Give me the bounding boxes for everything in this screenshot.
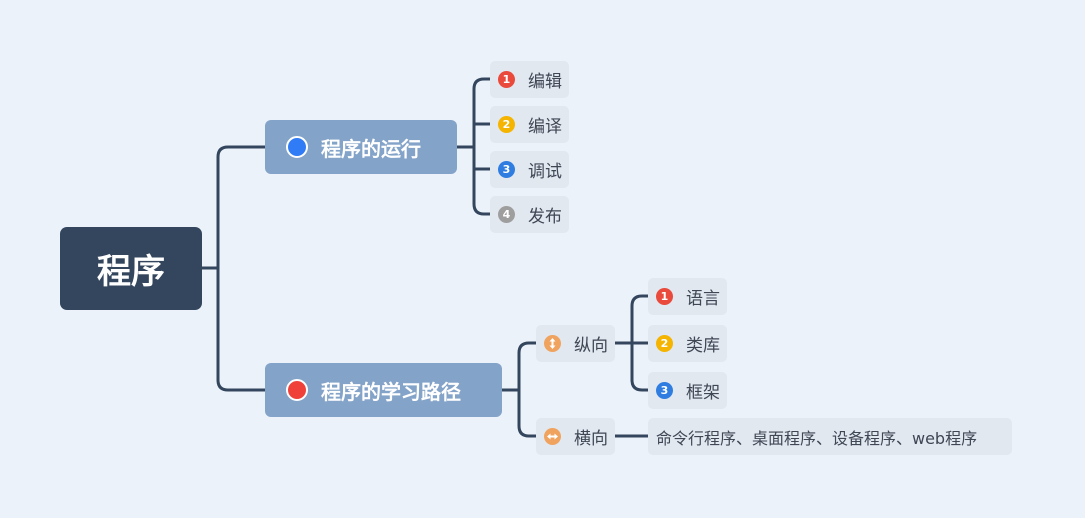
connector-branch-2-child-2	[517, 388, 538, 438]
root-topic[interactable]: 程序	[60, 227, 202, 310]
priority-2-icon: 2	[498, 116, 515, 133]
main-topic-label: 程序的运行	[321, 136, 421, 161]
priority-3-icon: 3	[656, 382, 673, 399]
subtopic-label: 命令行程序、桌面程序、设备程序、web程序	[656, 428, 978, 448]
subtopic-label: 框架	[686, 383, 720, 403]
priority-2-icon: 2	[656, 335, 673, 352]
subtopic-framework[interactable]: 3 框架	[648, 372, 727, 409]
priority-1-icon: 1	[498, 71, 515, 88]
subtopic-horizontal[interactable]: 横向	[536, 418, 615, 455]
subtopic-label: 纵向	[574, 336, 608, 356]
subtopic-label: 语言	[686, 289, 720, 309]
connector-branch-1-child-4	[472, 145, 492, 216]
subtopic-label: 发布	[528, 207, 562, 227]
connector-branch-1-child-1	[472, 77, 492, 149]
main-topic-label: 程序的学习路径	[321, 379, 461, 404]
connector-vertical-leaf-1	[630, 294, 650, 345]
subtopic-edit[interactable]: 1 编辑	[490, 61, 569, 98]
connector-root-branch-1	[200, 145, 267, 270]
subtopic-label: 类库	[686, 336, 720, 356]
priority-1-icon: 1	[656, 288, 673, 305]
priority-3-icon: 3	[498, 161, 515, 178]
connector-branch-2-child-1	[517, 341, 538, 392]
subtopic-vertical[interactable]: 纵向	[536, 325, 615, 362]
red-circle-icon	[286, 379, 308, 401]
subtopic-debug[interactable]: 3 调试	[490, 151, 569, 188]
subtopic-compile[interactable]: 2 编译	[490, 106, 569, 143]
subtopic-publish[interactable]: 4 发布	[490, 196, 569, 233]
main-topic-program-running[interactable]: 程序的运行	[265, 120, 457, 174]
root-topic-label: 程序	[97, 252, 165, 292]
subtopic-label: 横向	[574, 429, 608, 449]
subtopic-label: 编译	[528, 117, 562, 137]
subtopic-label: 编辑	[528, 72, 562, 92]
subtopic-label: 调试	[528, 162, 562, 182]
main-topic-learning-path[interactable]: 程序的学习路径	[265, 363, 502, 417]
subtopic-program-types[interactable]: 命令行程序、桌面程序、设备程序、web程序	[648, 418, 1012, 455]
subtopic-language[interactable]: 1 语言	[648, 278, 727, 315]
horizontal-arrows-icon	[544, 428, 561, 445]
blue-circle-icon	[286, 136, 308, 158]
priority-4-icon: 4	[498, 206, 515, 223]
subtopic-library[interactable]: 2 类库	[648, 325, 727, 362]
connector-root-branch-2	[216, 266, 267, 392]
vertical-arrows-icon	[544, 335, 561, 352]
connector-vertical-leaf-3	[630, 341, 650, 392]
